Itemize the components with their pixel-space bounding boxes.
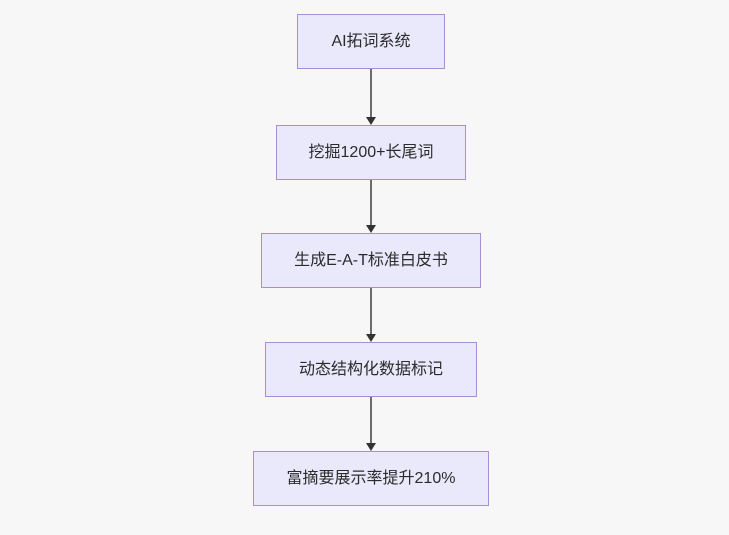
flow-node-label: 动态结构化数据标记 [298,360,443,378]
edge-n2-n3-arrowhead [366,225,376,233]
flow-node-label: AI拓词系统 [331,32,411,50]
edge-n4-n5-line [370,397,372,443]
edge-n2-n3-line [370,180,372,225]
edge-n4-n5-arrowhead [366,443,376,451]
edge-n3-n4-arrowhead [366,334,376,342]
flow-node-label: 生成E-A-T标准白皮书 [294,251,448,269]
flow-node-ai-keyword-system[interactable]: AI拓词系统 [297,14,445,69]
flow-node-label: 挖掘1200+长尾词 [308,143,434,161]
flow-node-label: 富摘要展示率提升210% [286,469,456,487]
edge-n1-n2-arrowhead [366,117,376,125]
flow-node-dynamic-structured-data-markup[interactable]: 动态结构化数据标记 [265,342,477,397]
edge-n3-n4-line [370,288,372,334]
flow-node-rich-snippet-impression-uplift[interactable]: 富摘要展示率提升210% [253,451,489,506]
flow-node-generate-eat-whitepaper[interactable]: 生成E-A-T标准白皮书 [261,233,481,288]
edge-n1-n2-line [370,69,372,117]
flow-node-mine-longtail-keywords[interactable]: 挖掘1200+长尾词 [276,125,466,180]
